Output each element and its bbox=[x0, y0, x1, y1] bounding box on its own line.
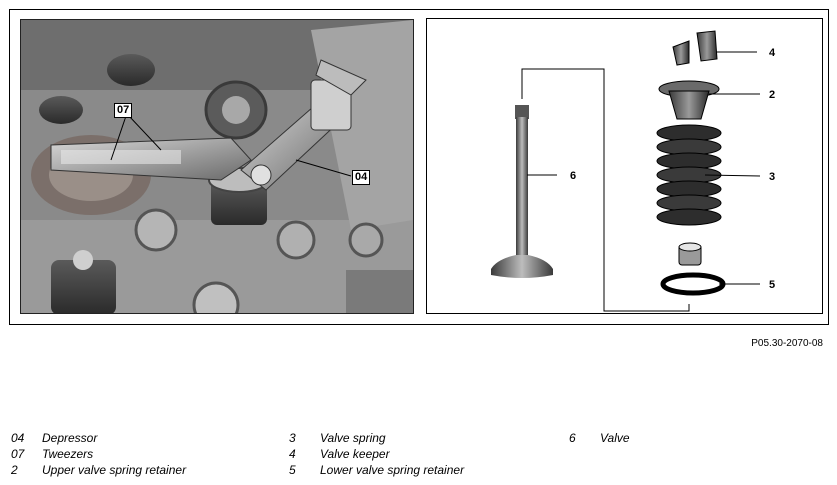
legend-number: 04 bbox=[11, 431, 25, 445]
legend-text: Depressor bbox=[42, 431, 98, 445]
legend-item: 3 Valve spring bbox=[289, 431, 386, 445]
legend-number: 3 bbox=[289, 431, 296, 445]
legend-number: 5 bbox=[289, 463, 296, 477]
legend-number: 07 bbox=[11, 447, 25, 461]
legend-item: 4 Valve keeper bbox=[289, 447, 390, 461]
callout-tweezers: 07 bbox=[114, 103, 133, 118]
legend-item: 5 Lower valve spring retainer bbox=[289, 463, 464, 477]
label-valve: 6 bbox=[570, 170, 576, 182]
legend-number: 4 bbox=[289, 447, 296, 461]
legend-text: Upper valve spring retainer bbox=[42, 463, 187, 477]
label-keeper: 4 bbox=[769, 47, 776, 59]
legend-item: 07 Tweezers bbox=[11, 447, 93, 461]
valve-exploded-diagram: 4 2 3 6 5 bbox=[426, 18, 823, 314]
label-lower-retainer: 5 bbox=[769, 279, 775, 291]
callout-depressor: 04 bbox=[352, 170, 371, 185]
legend-item: 2 Upper valve spring retainer bbox=[11, 463, 186, 477]
legend-number: 2 bbox=[11, 463, 18, 477]
cylinder-head-photo: 07 04 bbox=[20, 19, 414, 314]
legend-item: 6 Valve bbox=[569, 431, 630, 445]
label-spring: 3 bbox=[769, 171, 775, 183]
figure-frame: 07 04 bbox=[9, 9, 829, 325]
label-upper-retainer: 2 bbox=[769, 89, 775, 101]
cylinder-head-illustration bbox=[21, 20, 413, 313]
legend-text: Valve bbox=[600, 431, 630, 445]
legend-item: 04 Depressor bbox=[11, 431, 97, 445]
legend-text: Lower valve spring retainer bbox=[320, 463, 465, 477]
valve-components-illustration: 4 2 3 6 5 bbox=[491, 30, 776, 312]
legend-text: Valve spring bbox=[320, 431, 386, 445]
legend-text: Tweezers bbox=[42, 447, 94, 461]
legend-text: Valve keeper bbox=[320, 447, 390, 461]
legend-number: 6 bbox=[569, 431, 576, 445]
figure-reference: P05.30-2070-08 bbox=[751, 338, 823, 349]
